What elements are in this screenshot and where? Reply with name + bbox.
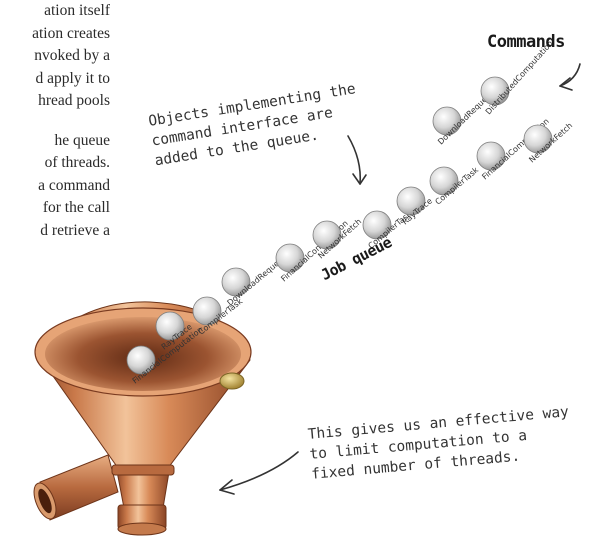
body-text-line: nvoked by a: [34, 47, 110, 64]
commands-heading: Commands: [487, 32, 565, 52]
commands-arrowhead-icon: [559, 77, 573, 91]
command-object-ball: [429, 166, 459, 196]
body-text-line: a command: [38, 176, 110, 194]
copper-funnel: [33, 301, 252, 536]
body-text-line: ation itself: [44, 2, 110, 19]
command-object-ball: [396, 186, 426, 216]
command-object-ball: [476, 141, 506, 171]
body-text-line: he queue: [54, 131, 110, 149]
command-object-ball: [432, 106, 462, 136]
limit-arrowhead-icon: [219, 479, 235, 495]
objects-arrowhead-icon: [352, 173, 367, 185]
command-object-ball: [192, 296, 222, 326]
body-text-line: of threads.: [44, 154, 110, 171]
body-text-line: d retrieve a: [40, 221, 110, 239]
body-text-line: for the call: [42, 199, 110, 216]
command-object-ball: [480, 76, 510, 106]
command-object-ball: [155, 311, 185, 341]
arrows: [219, 63, 581, 495]
limit-arrow-icon: [219, 451, 299, 491]
objects-arrow-icon: [347, 135, 362, 185]
command-object-ball: [362, 210, 392, 240]
command-object-ball: [221, 267, 251, 297]
body-text-line: hread pools: [38, 92, 110, 109]
command-object-ball: [312, 220, 342, 250]
command-object-ball: [523, 124, 553, 154]
command-object-ball: [126, 345, 156, 375]
body-text-line: ation creates: [32, 24, 110, 42]
command-object-ball: [275, 243, 305, 273]
body-text-line: d apply it to: [35, 69, 110, 87]
body-text-fragment: ation itself ation creates nvoked by a d…: [0, 0, 110, 242]
